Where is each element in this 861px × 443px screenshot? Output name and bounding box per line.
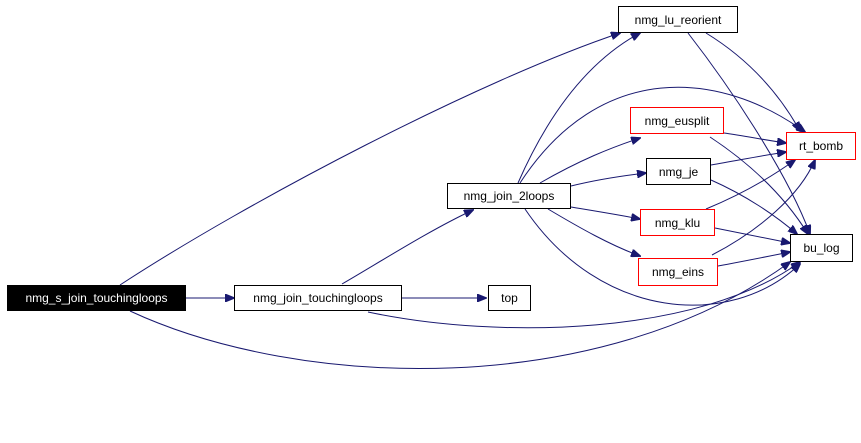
edge-join-2loops-to-klu <box>570 206 640 219</box>
edge-join-2loops-to-je <box>570 173 646 187</box>
edge-klu-to-bu-log <box>714 227 790 243</box>
edge-je-to-bu-log <box>710 179 797 234</box>
edge-eusplit-to-rt-bomb <box>723 132 786 143</box>
edge-join-2loops-to-eusplit <box>539 138 640 184</box>
edge-lu-reorient-to-bu-log <box>687 32 810 234</box>
edge-eusplit-to-bu-log <box>709 136 808 234</box>
edge-je-to-rt-bomb <box>710 152 786 166</box>
edge-join-touchingloops-to-join-2loops <box>341 210 473 285</box>
node-rt-bomb[interactable]: rt_bomb <box>786 132 856 160</box>
edge-root-to-lu-reorient <box>119 33 620 286</box>
node-nmg-klu[interactable]: nmg_klu <box>640 209 715 236</box>
edge-root-to-bu-log <box>129 262 790 370</box>
node-nmg-join-touchingloops[interactable]: nmg_join_touchingloops <box>234 285 402 311</box>
edge-join-2loops-to-eins <box>547 208 640 256</box>
node-nmg-lu-reorient[interactable]: nmg_lu_reorient <box>618 6 738 33</box>
edge-join-2loops-to-bu-log <box>524 208 800 306</box>
node-bu-log[interactable]: bu_log <box>790 234 853 262</box>
node-top[interactable]: top <box>488 285 531 311</box>
node-nmg-je[interactable]: nmg_je <box>646 158 711 185</box>
edge-eins-to-bu-log <box>717 252 790 267</box>
edge-lu-reorient-to-rt-bomb <box>705 32 800 131</box>
node-nmg-s-join-touchingloops[interactable]: nmg_s_join_touchingloops <box>7 285 186 311</box>
edge-eins-to-rt-bomb <box>711 160 815 256</box>
node-nmg-eins[interactable]: nmg_eins <box>638 258 718 286</box>
edge-join-2loops-to-rt-bomb <box>519 86 805 184</box>
node-nmg-eusplit[interactable]: nmg_eusplit <box>630 107 724 134</box>
node-nmg-join-2loops[interactable]: nmg_join_2loops <box>447 183 571 209</box>
edge-join-2loops-to-lu-reorient <box>517 33 640 184</box>
edge-klu-to-rt-bomb <box>705 160 795 210</box>
edge-join-touchingloops-to-bu-log <box>367 262 800 329</box>
